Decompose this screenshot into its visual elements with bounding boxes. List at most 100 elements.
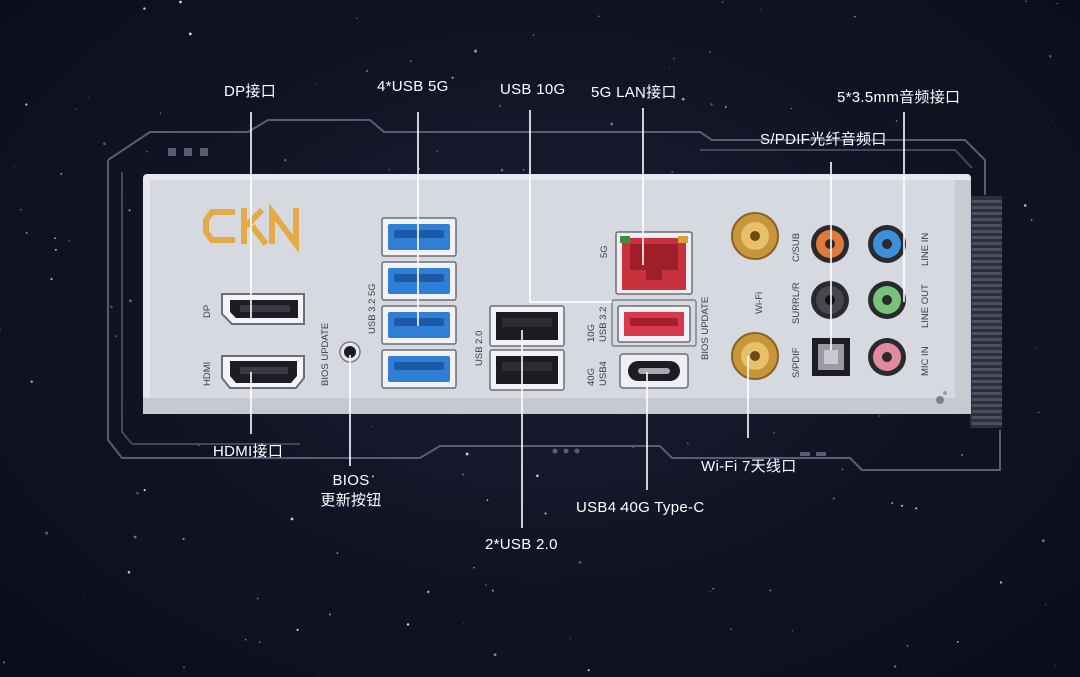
star bbox=[328, 613, 331, 616]
star bbox=[30, 380, 33, 383]
star bbox=[128, 299, 132, 303]
usb-10g-port bbox=[611, 299, 697, 347]
star bbox=[461, 473, 465, 476]
callout-lan: 5G LAN接口 bbox=[591, 84, 677, 101]
star bbox=[463, 622, 465, 624]
usb-blue-port-part bbox=[394, 274, 444, 282]
heatsink-fin bbox=[972, 290, 1002, 293]
star bbox=[283, 158, 287, 162]
star bbox=[50, 277, 53, 281]
star bbox=[1025, 511, 1027, 513]
star bbox=[1048, 54, 1052, 58]
star bbox=[1054, 665, 1056, 667]
star bbox=[182, 537, 185, 540]
star bbox=[709, 50, 711, 53]
star bbox=[769, 589, 772, 592]
star bbox=[681, 97, 685, 101]
star bbox=[536, 474, 539, 478]
heatsink-fin bbox=[972, 386, 1002, 389]
heatsink-fin bbox=[972, 326, 1002, 329]
callout-bios: BIOS 更新按钮 bbox=[319, 472, 383, 510]
callout-lines bbox=[250, 108, 905, 528]
star bbox=[427, 590, 430, 594]
star bbox=[0, 328, 1, 331]
plate-printed-labels: DP HDMI BIOS UPDATE USB 3.2 5G USB 2.0 5… bbox=[202, 233, 931, 386]
star bbox=[13, 165, 16, 167]
star bbox=[841, 468, 844, 470]
star bbox=[315, 83, 317, 85]
star bbox=[114, 335, 117, 337]
plate-label-usb32: USB 3.2 bbox=[598, 307, 609, 342]
star bbox=[1025, 0, 1027, 2]
star bbox=[760, 9, 762, 11]
heatsink-fin bbox=[972, 320, 1002, 323]
star bbox=[620, 507, 623, 511]
plate-label-line-out: LINE OUT bbox=[920, 284, 931, 328]
star bbox=[127, 570, 131, 574]
star bbox=[673, 57, 675, 60]
star bbox=[491, 589, 494, 592]
star bbox=[82, 596, 84, 597]
star bbox=[900, 504, 904, 507]
star bbox=[706, 4, 708, 6]
plate-label-hdmi: HDMI bbox=[202, 362, 213, 386]
star bbox=[710, 103, 713, 106]
heatsink-comb bbox=[970, 196, 1002, 428]
star bbox=[25, 103, 28, 106]
star bbox=[45, 531, 49, 535]
star bbox=[498, 105, 501, 107]
plate-label-wifi: Wi-Fi bbox=[754, 292, 765, 314]
spdif-port bbox=[812, 338, 850, 376]
star bbox=[372, 426, 374, 428]
star bbox=[598, 15, 600, 18]
callout-dp: DP接口 bbox=[224, 83, 277, 100]
callout-bios-line1: BIOS bbox=[332, 472, 370, 489]
callout-spdif: S/PDIF光纤音频口 bbox=[760, 131, 887, 148]
heatsink-fin bbox=[972, 206, 1002, 209]
star bbox=[1052, 119, 1054, 121]
star bbox=[136, 491, 139, 495]
star bbox=[500, 168, 504, 172]
star bbox=[544, 512, 547, 515]
star bbox=[1044, 604, 1047, 606]
star bbox=[722, 1, 724, 3]
star bbox=[371, 475, 374, 478]
star bbox=[522, 168, 525, 171]
star bbox=[87, 96, 89, 98]
star bbox=[668, 66, 670, 68]
star bbox=[1056, 2, 1058, 5]
audio-jacks bbox=[811, 225, 906, 376]
plate-label-bios-left: BIOS UPDATE bbox=[320, 323, 331, 386]
heatsink-fin bbox=[972, 278, 1002, 281]
heatsink-fin bbox=[972, 266, 1002, 269]
star bbox=[893, 665, 897, 668]
star bbox=[1041, 539, 1045, 543]
star bbox=[146, 150, 148, 153]
star bbox=[365, 69, 369, 73]
usb20-ports bbox=[489, 305, 565, 391]
star bbox=[179, 0, 182, 4]
star bbox=[388, 169, 390, 171]
heatsink-fin bbox=[972, 302, 1002, 305]
star bbox=[1037, 411, 1040, 414]
heatsink-fin bbox=[972, 308, 1002, 311]
callout-audio: 5*3.5mm音频接口 bbox=[837, 89, 961, 106]
heatsink-fin bbox=[972, 284, 1002, 287]
usb-5g-ports bbox=[381, 217, 457, 389]
star bbox=[1023, 204, 1027, 207]
star bbox=[181, 24, 183, 26]
heatsink-fin bbox=[972, 374, 1002, 377]
heatsink-fin bbox=[972, 236, 1002, 239]
star bbox=[244, 638, 247, 641]
hud-frame bbox=[107, 119, 1001, 471]
plate-label-lan-5g: 5G bbox=[599, 245, 610, 258]
heatsink-base bbox=[970, 196, 1002, 428]
plate-label-spdif: S/PDIF bbox=[791, 347, 802, 378]
plate-label-usb32-5g: USB 3.2 5G bbox=[367, 283, 378, 334]
heatsink-fin bbox=[972, 224, 1002, 227]
star bbox=[853, 91, 855, 94]
plate-label-40g: 40G bbox=[586, 368, 597, 386]
heatsink-fin bbox=[972, 350, 1002, 353]
usb-blue-port-part bbox=[394, 230, 444, 238]
